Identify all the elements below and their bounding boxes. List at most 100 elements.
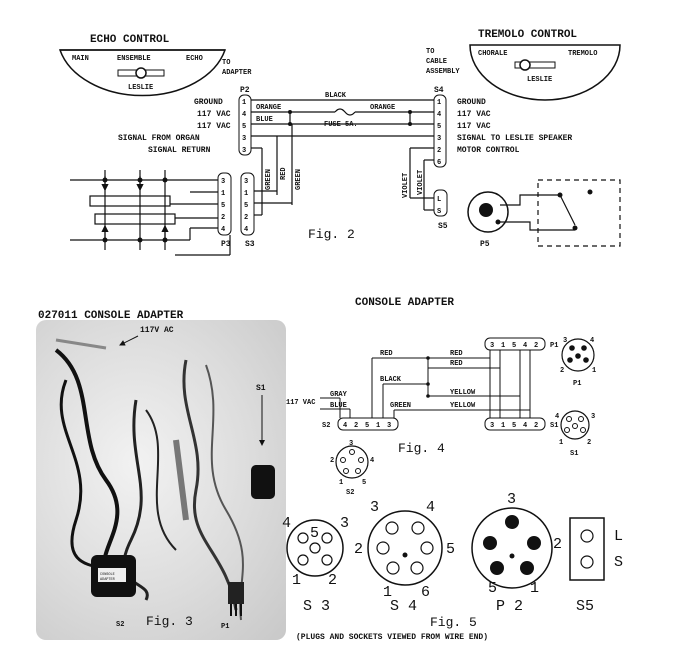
- tremolo-control: TREMOLO CONTROL CHORALE TREMOLO LESLIE: [469, 29, 621, 101]
- fig4-p1-view-pin-4: 4: [590, 337, 594, 345]
- fig4-p1-label: P1: [550, 342, 558, 350]
- fig5-s4-pin-4: 4: [426, 499, 435, 516]
- fig4-s2-view-pin-4: 4: [370, 457, 374, 465]
- fig3-s1-label: S1: [256, 384, 266, 393]
- fig4-s1-view: 4 3 1 2: [555, 410, 595, 447]
- p3-pin-4: 4: [221, 226, 225, 234]
- motor-control-label: MOTOR CONTROL: [457, 146, 520, 155]
- wire-blue-label: BLUE: [256, 116, 273, 124]
- fig4-p1-view-label: P1: [573, 380, 581, 388]
- fig5-s5-label: S5: [576, 598, 594, 615]
- s5-pin-s: S: [437, 208, 441, 216]
- fig5-p2-plug: 3 2 5 1: [471, 491, 562, 597]
- s5-connector: L S: [433, 189, 448, 217]
- fig5-s3-pin-5: 5: [310, 525, 319, 542]
- tremolo-control-title: TREMOLO CONTROL: [478, 29, 577, 41]
- console-adapter-photo: CONSOLE ADAPTER: [36, 320, 286, 640]
- fig5-s3-label: S 3: [303, 598, 330, 615]
- fig4-s2-pin-4: 4: [343, 422, 347, 430]
- fig4-vac-label: 117 VAC: [286, 399, 315, 407]
- echo-leslie-label: LESLIE: [128, 84, 153, 92]
- fig3-s2-label: S2: [116, 621, 124, 629]
- switch-block: [70, 170, 231, 256]
- fig5-s3-pin-3: 3: [340, 515, 349, 532]
- wire-red-label: RED: [280, 167, 288, 180]
- s3-pin-1: 1: [244, 190, 248, 198]
- fig4-s2-pin-1: 1: [376, 422, 380, 430]
- p2-pin-1: 1: [242, 99, 246, 107]
- s4-pin-2: 2: [437, 147, 441, 155]
- s3-wiring: [254, 190, 292, 216]
- fig4-p1-pin-2: 2: [534, 342, 538, 350]
- fig5-s3-pin-2: 2: [328, 572, 337, 589]
- fig5-s5-pin-l: L: [614, 528, 623, 545]
- fig5-p2-label: P 2: [496, 598, 523, 615]
- p3-pin-3: 3: [221, 178, 225, 186]
- fig4-s2-label: S2: [322, 422, 330, 430]
- fig5-s4-pin-6: 6: [421, 584, 430, 601]
- s4-connector: 1 4 5 3 2 6: [433, 94, 447, 168]
- s3-label: S3: [245, 240, 255, 249]
- fig4-s1-connector: 3 1 5 4 2: [484, 417, 546, 431]
- tremolo-switch-knob: [519, 59, 531, 71]
- fig4-s1-pin-5: 5: [512, 422, 516, 430]
- fig4-s1-label: S1: [550, 422, 558, 430]
- s3-connector: 3 1 5 2 4: [240, 172, 255, 236]
- fig4-s2-pin-5: 5: [365, 422, 369, 430]
- fig4-p1-view-pin-1: 1: [592, 367, 596, 375]
- p3-pin-1: 1: [221, 190, 225, 198]
- fig4-s2-pin-2: 2: [354, 422, 358, 430]
- s3-pin-2: 2: [244, 214, 248, 222]
- echo-control-title: ECHO CONTROL: [90, 34, 170, 46]
- wire-orange-label-2: ORANGE: [370, 104, 395, 112]
- tremolo-chorale-label: CHORALE: [478, 50, 507, 58]
- fuse-label: FUSE 5A.: [324, 121, 358, 129]
- p5-connector: [467, 191, 509, 233]
- s4-pin-6: 6: [437, 159, 441, 167]
- left-117vac-label-1: 117 VAC: [197, 110, 231, 119]
- fig4-p1-view: 3 4 2 1: [560, 337, 596, 375]
- p2-pin-4: 4: [242, 111, 246, 119]
- fig5-s5-pin-s: S: [614, 554, 623, 571]
- fig4-p1-connector: 3 1 5 4 2: [484, 337, 546, 351]
- fig2-caption: Fig. 2: [308, 227, 355, 242]
- s4-pin-1: 1: [437, 99, 441, 107]
- fig4-s2-view-pin-3: 3: [349, 440, 353, 448]
- p2-connector: 1 4 5 3 3: [238, 94, 252, 156]
- fig5-s3-pin-4: 4: [282, 515, 291, 532]
- fig4-s2-connector: 4 2 5 1 3: [337, 417, 399, 431]
- fig4-p1-pin-4: 4: [523, 342, 527, 350]
- p3-pin-2: 2: [221, 214, 225, 222]
- signal-from-organ-label: SIGNAL FROM ORGAN: [118, 134, 200, 143]
- signal-return-label: SIGNAL RETURN: [148, 146, 211, 155]
- tremolo-tremolo-label: TREMOLO: [568, 50, 597, 58]
- echo-echo-label: ECHO: [186, 55, 203, 63]
- signal-to-leslie-label: SIGNAL TO LESLIE SPEAKER: [457, 134, 572, 143]
- to-cable-label-1: TO: [426, 48, 434, 56]
- s3-pin-4: 4: [244, 226, 248, 234]
- fig4-caption: Fig. 4: [398, 441, 445, 456]
- p2-pin-3a: 3: [242, 135, 246, 143]
- p5-label: P5: [480, 240, 490, 249]
- fig4-s2-pin-3: 3: [387, 422, 391, 430]
- fig5-p2-pin-2: 2: [553, 536, 562, 553]
- wire-orange-label: ORANGE: [256, 104, 281, 112]
- fig4-s1-view-pin-1: 1: [559, 439, 563, 447]
- fig4-s1-pin-2: 2: [534, 422, 538, 430]
- echo-switch-knob: [135, 67, 147, 79]
- fig3-ac-label: 117V AC: [140, 326, 174, 335]
- fig5-s4-label: S 4: [390, 598, 417, 615]
- fig5-caption: Fig. 5: [430, 615, 477, 630]
- fig4-p1-pin-1: 1: [501, 342, 505, 350]
- fig4-s2-view: 3 2 4 1 5: [330, 440, 374, 487]
- s3-pin-3: 3: [244, 178, 248, 186]
- wire-green-label: GREEN: [265, 169, 273, 190]
- fig4-s2-view-pin-2: 2: [330, 457, 334, 465]
- fig4-yellow-b-label: YELLOW: [450, 402, 476, 410]
- fig5-s4-socket: 3 4 2 5 1 6: [354, 499, 455, 601]
- fig4-s2-view-pin-1: 1: [339, 479, 343, 487]
- right-117vac-label-1: 117 VAC: [457, 110, 491, 119]
- fig4-gray-label: GRAY: [330, 391, 348, 399]
- fig4-s1-view-pin-3: 3: [591, 413, 595, 421]
